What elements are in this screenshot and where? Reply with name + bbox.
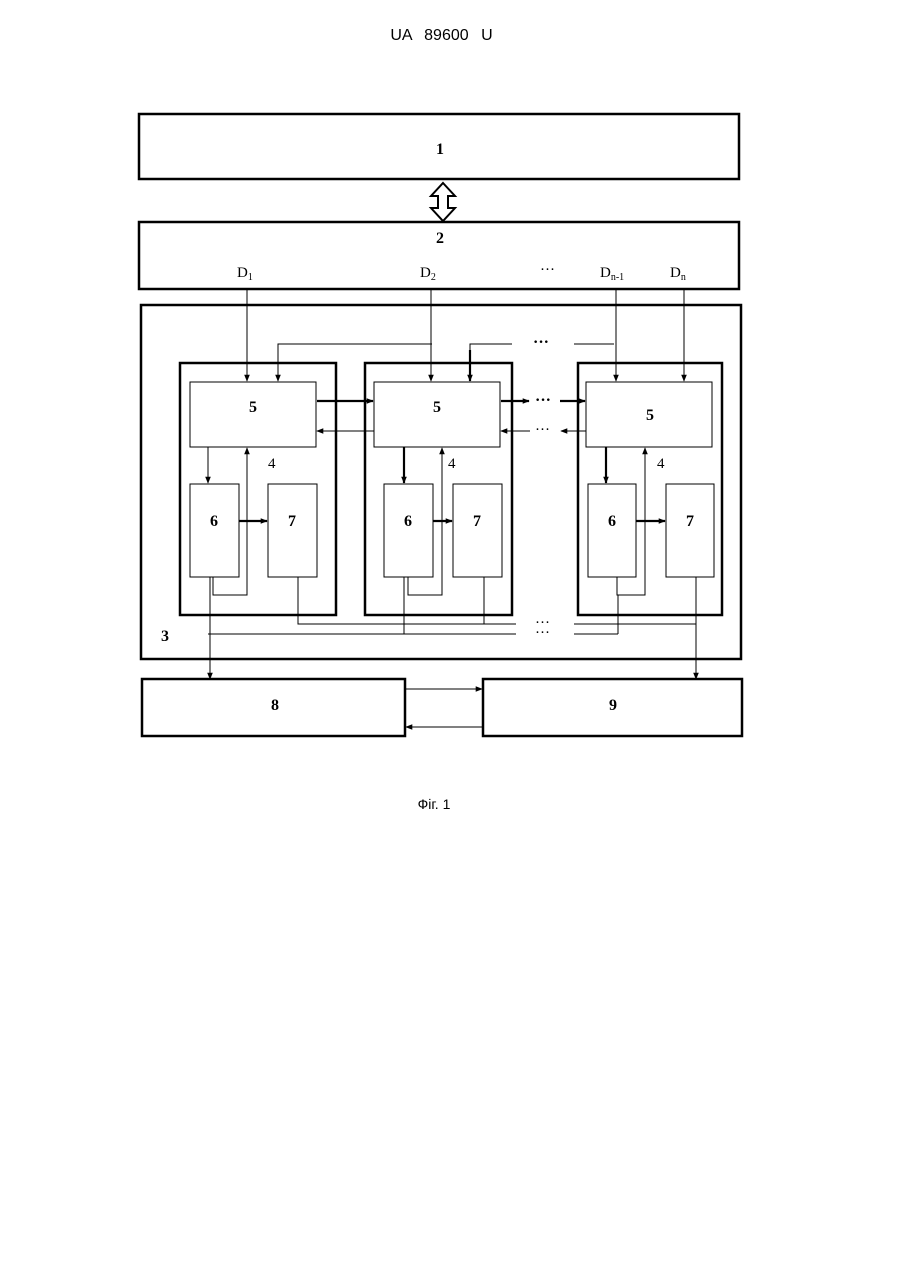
- svg-text:Dn-1: Dn-1: [600, 265, 624, 283]
- figure-caption: Фіг. 1: [0, 796, 868, 812]
- sub-block-4-label-group-n: 4: [657, 456, 665, 472]
- node-7-group-1: [268, 484, 317, 577]
- block-3-label: 3: [161, 628, 169, 645]
- input-label-d2: D2: [420, 265, 436, 283]
- block-9-label: 9: [609, 697, 617, 714]
- node-6-group-2: [384, 484, 433, 577]
- svg-text:Dn: Dn: [670, 265, 686, 283]
- ellipsis-chain-back: ···: [535, 422, 550, 438]
- node-5-label-group-1: 5: [249, 399, 257, 416]
- sub-block-4-label-group-2: 4: [448, 456, 456, 472]
- node-7-label-group-1: 7: [288, 513, 296, 530]
- ellipsis-top: ···: [533, 334, 549, 351]
- node-5-label-group-2: 5: [433, 399, 441, 416]
- bus-line-7-group-1: [298, 577, 516, 624]
- input-label-dn: Dn: [670, 265, 686, 283]
- node-6-label-group-1: 6: [210, 513, 218, 530]
- node-6-group-1: [190, 484, 239, 577]
- node-7-label-group-2: 7: [473, 513, 481, 530]
- block-3: [141, 305, 741, 659]
- svg-text:D1: D1: [237, 265, 253, 283]
- ellipsis-chain-fwd: ···: [535, 392, 551, 409]
- node-5-label-group-n: 5: [646, 407, 654, 424]
- inputs-ellipsis: ···: [540, 262, 555, 278]
- svg-text:D2: D2: [420, 265, 436, 283]
- node-6-label-group-n: 6: [608, 513, 616, 530]
- block-1-label: 1: [436, 141, 444, 158]
- node-7-label-group-n: 7: [686, 513, 694, 530]
- block-2-label: 2: [436, 230, 444, 247]
- node-6-group-n: [588, 484, 636, 577]
- bidirectional-arrow-icon: [431, 183, 455, 221]
- block-8-label: 8: [271, 697, 279, 714]
- input-label-d1: D1: [237, 265, 253, 283]
- node-6-label-group-2: 6: [404, 513, 412, 530]
- node-7-group-2: [453, 484, 502, 577]
- node-7-group-n: [666, 484, 714, 577]
- ellipsis-bus-2: ···: [535, 625, 550, 641]
- input-label-dn-1: Dn-1: [600, 265, 624, 283]
- sub-block-4-label-group-1: 4: [268, 456, 276, 472]
